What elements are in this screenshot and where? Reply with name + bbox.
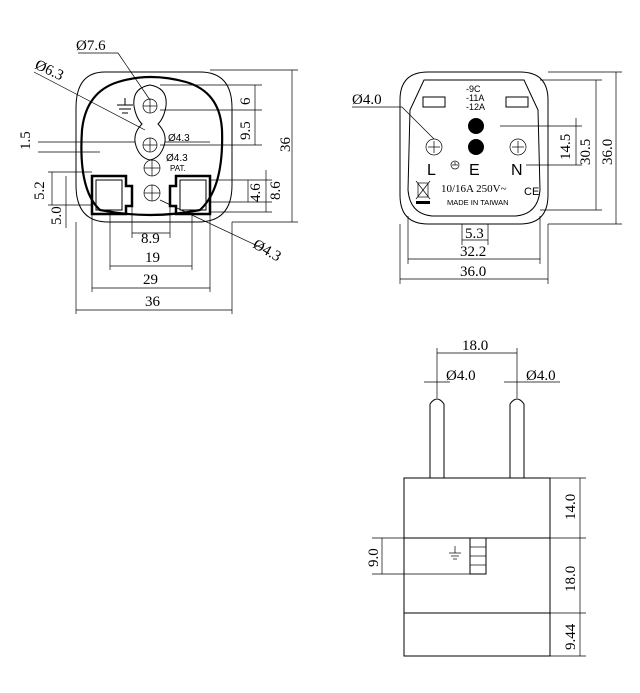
side-pin-left	[429, 398, 445, 478]
dim-145: 14.5	[558, 134, 574, 160]
back-slot-left	[422, 96, 446, 108]
dim-29: 29	[143, 272, 158, 288]
code-12a: -12A	[466, 102, 485, 112]
front-body-outline	[75, 71, 233, 223]
code-11a: -11A	[466, 93, 484, 103]
side-body	[403, 477, 551, 657]
label-n: N	[511, 162, 523, 179]
dim-944: 9.44	[563, 623, 579, 650]
side-view: 18.0 Ø4.0 Ø4.0 14.0 18.0 9.44 9.0	[366, 338, 586, 657]
dim-86: 8.6	[268, 181, 284, 200]
dim-52: 5.2	[32, 181, 48, 200]
rating-text: 10/16A 250V~	[441, 183, 507, 195]
dim-36-h: 36	[145, 294, 161, 310]
earth-pin-upper	[468, 118, 484, 134]
dim-180-right: 18.0	[563, 566, 579, 592]
pin-n	[509, 138, 527, 156]
dim-95: 9.5	[238, 121, 254, 140]
front-view: Ø7.6 Ø6.3 Ø4.3 Ø4.3 PAT. Ø4.3 1.5 5.2 5.…	[18, 38, 298, 314]
dim-46: 4.6	[248, 183, 264, 202]
dim-322: 32.2	[460, 244, 486, 260]
dim-d76: Ø7.6	[76, 38, 106, 54]
dim-53: 5.3	[465, 226, 484, 242]
dim-36-v: 36	[278, 137, 294, 153]
label-e: E	[469, 162, 480, 179]
dim-89: 8.9	[141, 231, 160, 247]
dim-d40-right: Ø4.0	[526, 368, 556, 384]
back-face-outline	[407, 79, 541, 217]
dim-d43-c: Ø4.3	[250, 237, 284, 266]
earth-pin-lower	[468, 139, 484, 155]
dim-d40-back: Ø4.0	[352, 92, 382, 108]
weee-bin-icon	[415, 180, 431, 204]
pat-label: PAT.	[170, 164, 186, 173]
dim-180-top: 18.0	[462, 338, 488, 354]
made-in-text: MADE IN TAIWAN	[447, 198, 509, 207]
ce-mark: CE	[524, 186, 539, 198]
dim-6: 6	[238, 97, 254, 105]
dim-d43-a: Ø4.3	[168, 133, 190, 144]
dim-d40-left: Ø4.0	[446, 368, 476, 384]
back-view: -9C -11A -12A L E N 10/16A 250V~ MADE IN…	[352, 71, 622, 284]
right-socket	[168, 174, 212, 216]
dim-360-v: 36.0	[600, 139, 616, 165]
side-pin-right	[509, 398, 525, 478]
dim-d43-b: Ø4.3	[166, 153, 188, 164]
label-l: L	[427, 162, 436, 179]
back-slot-right	[505, 96, 529, 108]
earth-circle-icon	[450, 160, 460, 170]
side-earth-symbol-icon	[449, 546, 461, 560]
code-9c: -9C	[466, 84, 481, 94]
dim-360-h: 36.0	[460, 264, 486, 280]
back-body-outline	[399, 71, 549, 225]
dim-140: 14.0	[563, 494, 579, 520]
dim-305: 30.5	[578, 139, 594, 165]
earth-symbol-icon	[117, 98, 133, 114]
dim-19: 19	[145, 250, 160, 266]
dim-15: 1.5	[18, 131, 34, 150]
dim-90: 9.0	[366, 548, 382, 567]
dim-50: 5.0	[49, 206, 65, 225]
